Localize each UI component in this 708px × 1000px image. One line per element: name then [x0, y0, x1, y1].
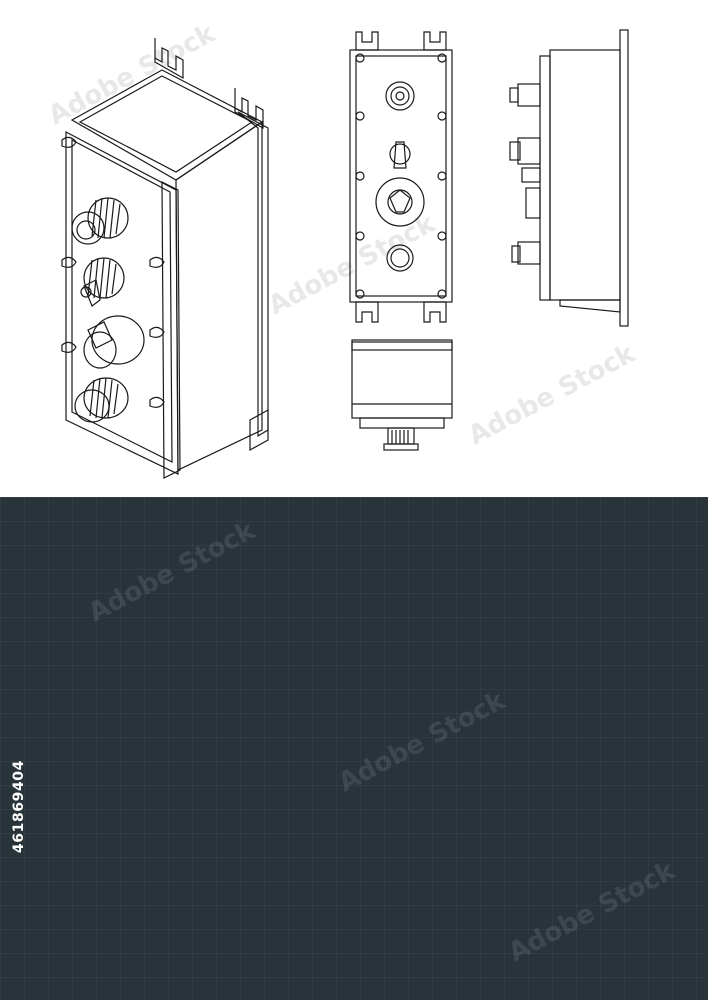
grid-background [0, 497, 708, 1000]
dark-drawing-set [62, 530, 634, 978]
side-view [516, 530, 634, 826]
isometric-view [62, 538, 268, 978]
front-view [354, 532, 456, 822]
dark-blueprint-panel: Adobe Stock Adobe Stock Adobe Stock [0, 497, 708, 1000]
bottom-view [356, 852, 456, 962]
isometric-view [61, 37, 269, 479]
side-view [509, 29, 629, 327]
bottom-view [351, 339, 453, 451]
stock-id-label: 461869404 [11, 760, 27, 854]
front-view [349, 31, 453, 323]
light-drawing-set: .light .s{fill:none;stroke:#1a1a1a;} .li… [61, 29, 629, 479]
